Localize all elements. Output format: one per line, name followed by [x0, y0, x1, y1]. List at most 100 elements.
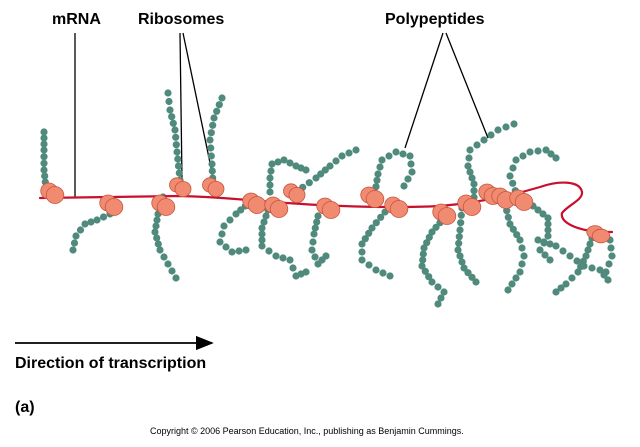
amino-acid-bead [516, 236, 524, 244]
amino-acid-bead [455, 239, 463, 247]
amino-acid-bead [540, 238, 548, 246]
amino-acid-bead [93, 216, 101, 224]
polypeptides-label: Polypeptides [385, 11, 485, 28]
amino-acid-bead [302, 166, 310, 174]
amino-acid-bead [512, 156, 520, 164]
amino-acid-bead [280, 156, 288, 164]
amino-acid-bead [434, 300, 442, 308]
amino-acid-bead [509, 225, 517, 233]
amino-acid-bead [308, 246, 316, 254]
amino-acid-bead [408, 168, 416, 176]
amino-acid-bead [464, 162, 472, 170]
amino-acid-bead [164, 260, 172, 268]
amino-acid-bead [326, 162, 334, 170]
amino-acid-bead [372, 266, 380, 274]
amino-acid-bead [358, 240, 366, 248]
ribosome [169, 177, 192, 198]
amino-acid-bead [207, 144, 215, 152]
amino-acid-bead [156, 246, 164, 254]
amino-acid-bead [365, 261, 373, 269]
amino-acid-bead [311, 253, 319, 261]
amino-acid-bead [579, 257, 587, 265]
amino-acid-bead [428, 228, 436, 236]
amino-acid-bead [172, 274, 180, 282]
amino-acid-bead [206, 136, 214, 144]
amino-acid-bead [392, 148, 400, 156]
amino-acid-bead [358, 256, 366, 264]
amino-acid-bead [70, 239, 79, 247]
ribosome [509, 189, 534, 211]
amino-acid-bead [544, 226, 552, 234]
amino-acid-bead [577, 263, 585, 271]
amino-acid-bead [399, 150, 407, 158]
amino-acid-bead [607, 244, 615, 252]
amino-acid-bead [425, 273, 433, 281]
ribosome [242, 192, 267, 214]
amino-acid-bead [586, 240, 594, 248]
amino-acid-bead [175, 169, 183, 177]
amino-acid-bead [542, 146, 550, 154]
amino-acid-bead [41, 172, 49, 180]
amino-acid-bead [352, 146, 360, 154]
amino-acid-bead [568, 274, 576, 282]
amino-acid-bead [418, 262, 426, 270]
amino-acid-bead [76, 226, 85, 234]
ribosome [283, 183, 306, 204]
amino-acid-bead [509, 164, 517, 172]
amino-acid-bead [268, 160, 276, 168]
amino-acid-bead [216, 238, 224, 246]
amino-acid-bead [512, 274, 520, 282]
amino-acid-bead [400, 182, 408, 190]
amino-acid-bead [265, 247, 273, 255]
amino-acid-bead [506, 172, 514, 180]
amino-acid-bead [566, 252, 574, 260]
amino-acid-bead [596, 266, 604, 274]
amino-acid-bead [608, 252, 616, 260]
amino-acid-bead [209, 121, 217, 129]
amino-acid-bead [454, 246, 462, 254]
ribosome [151, 194, 176, 216]
ribosome [360, 186, 385, 208]
amino-acid-bead [504, 286, 512, 294]
amino-acid-bead [457, 219, 465, 227]
amino-acid-bead [69, 246, 77, 254]
amino-acid-bead [520, 252, 528, 260]
amino-acid-bead [258, 230, 266, 238]
amino-acid-bead [262, 212, 270, 220]
amino-acid-bead [468, 273, 476, 281]
amino-acid-bead [432, 223, 440, 231]
amino-acid-bead [218, 230, 226, 238]
amino-acid-bead [309, 238, 317, 246]
amino-acid-bead [534, 236, 542, 244]
amino-acid-bead [470, 180, 478, 188]
amino-acid-bead [168, 267, 176, 275]
amino-acid-bead [213, 107, 221, 115]
amino-acid-bead [372, 219, 380, 227]
amino-acid-bead [40, 166, 48, 174]
panel-label: (a) [15, 399, 35, 416]
amino-acid-bead [267, 167, 275, 175]
amino-acid-bead [222, 243, 230, 251]
amino-acid-bead [173, 148, 181, 156]
amino-acid-bead [365, 229, 373, 237]
amino-acid-bead [588, 264, 596, 272]
amino-acid-bead [419, 250, 427, 258]
amino-acid-bead [526, 148, 534, 156]
amino-acid-bead [473, 141, 481, 149]
amino-acid-bead [312, 174, 320, 182]
amino-acid-bead [506, 220, 514, 228]
amino-acid-bead [428, 278, 436, 286]
amino-acid-bead [279, 254, 287, 262]
amino-acid-bead [266, 174, 274, 182]
amino-acid-bead [151, 228, 159, 236]
amino-acid-bead [338, 152, 346, 160]
amino-acid-bead [604, 276, 612, 284]
amino-acid-bead [541, 251, 549, 259]
ribosome [432, 203, 457, 225]
amino-acid-bead [310, 230, 318, 238]
amino-acid-bead [169, 119, 177, 127]
amino-acid-bead [404, 175, 412, 183]
amino-acid-bead [218, 94, 226, 102]
